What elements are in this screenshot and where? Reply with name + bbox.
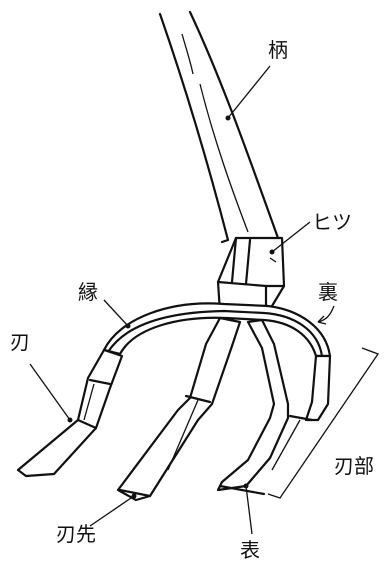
label-rim: 縁 xyxy=(78,280,98,304)
label-blade-tip: 刃先 xyxy=(56,522,96,546)
blade-section-bracket xyxy=(267,347,380,499)
label-ferrule: ヒツ xyxy=(312,210,352,234)
label-back: 裏 xyxy=(318,280,338,304)
center-tine xyxy=(116,316,242,502)
label-front: 表 xyxy=(240,538,260,562)
leader-lines xyxy=(29,65,335,535)
label-blade: 刃 xyxy=(10,330,30,354)
label-blade-section: 刃部 xyxy=(334,454,374,478)
left-tine xyxy=(16,348,124,478)
handle-shaft xyxy=(158,10,280,244)
right-tine xyxy=(216,318,332,496)
label-handle: 柄 xyxy=(268,38,288,62)
